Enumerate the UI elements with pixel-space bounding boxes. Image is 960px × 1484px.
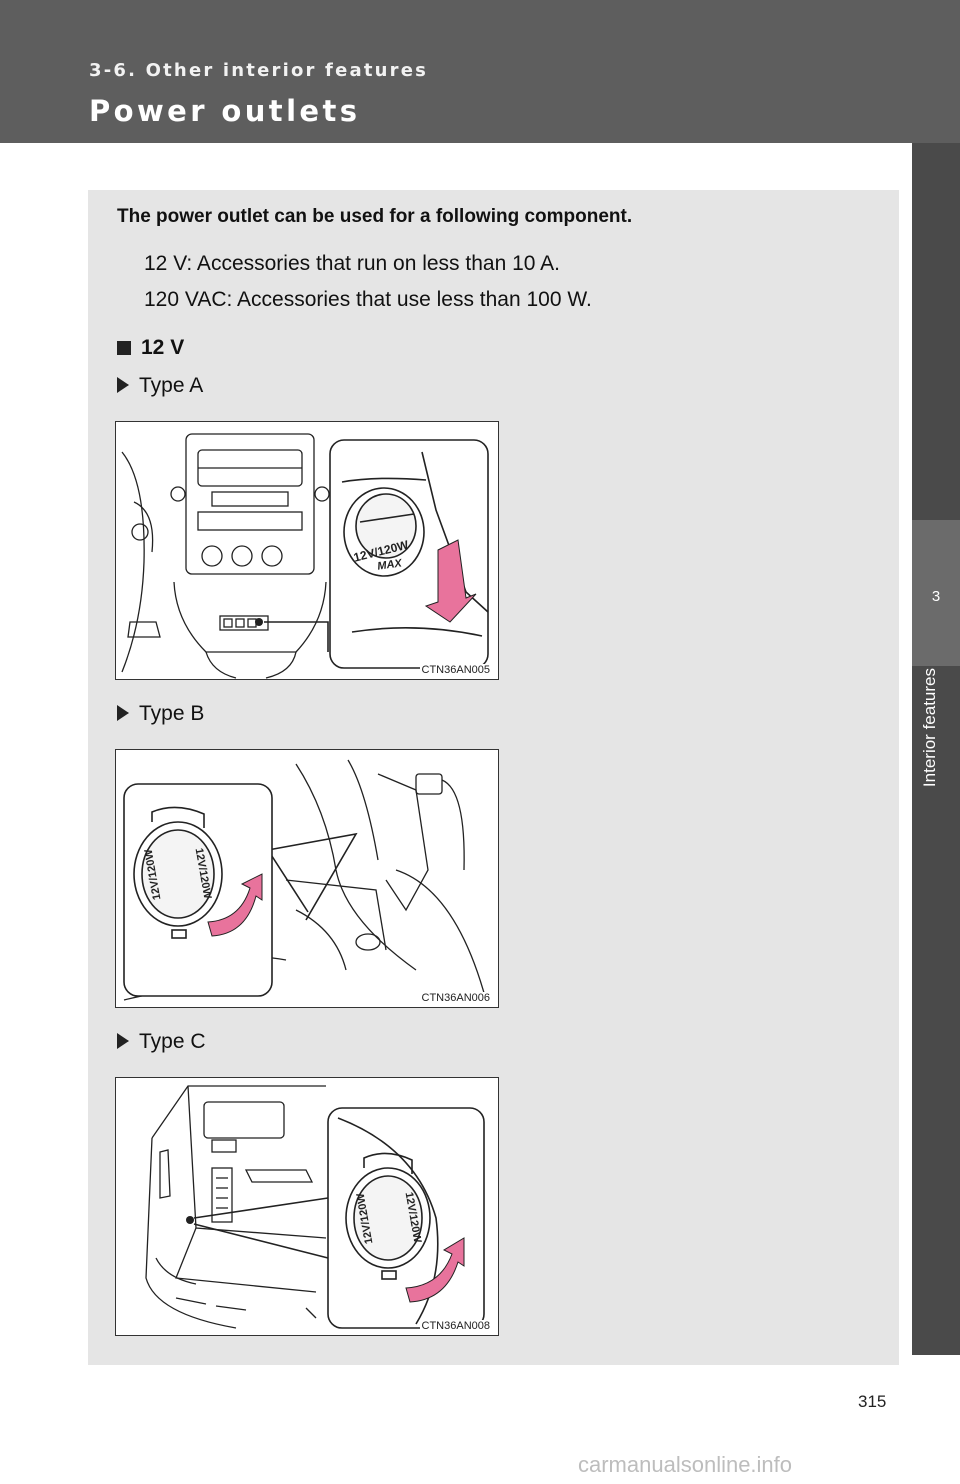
- figure-code: CTN36AN005: [419, 664, 492, 676]
- cap-imprint-2: MAX: [377, 557, 404, 572]
- page-title: Power outlets: [89, 94, 361, 128]
- open-direction-arrow-icon: [424, 539, 477, 623]
- figure-type-a: 12V/120W MAX CTN36AN005: [115, 421, 499, 680]
- triangle-bullet-icon: [117, 377, 129, 393]
- spec-12v: 12 V: Accessories that run on less than …: [144, 252, 560, 275]
- chapter-side-tab: [912, 143, 960, 1355]
- figure-type-c: 12V/120W 12V/120W CTN36AN008: [115, 1077, 499, 1336]
- cargo-outlet-illustration: 12V/120W 12V/120W: [145, 1085, 485, 1329]
- type-c-text: Type C: [139, 1030, 206, 1053]
- open-direction-arrow-icon: [207, 873, 263, 937]
- type-c-label: Type C: [117, 1030, 206, 1054]
- watermark-bar: carmanualsonline.info: [0, 1440, 960, 1484]
- section-title: 3-6. Other interior features: [89, 60, 429, 81]
- type-b-text: Type B: [139, 702, 205, 725]
- spec-120vac: 120 VAC: Accessories that use less than …: [144, 288, 592, 311]
- intro-text: The power outlet can be used for a follo…: [117, 206, 633, 227]
- subheading-text: 12 V: [141, 336, 185, 359]
- page-number: 315: [858, 1392, 887, 1411]
- triangle-bullet-icon: [117, 705, 129, 721]
- triangle-bullet-icon: [117, 1033, 129, 1049]
- page-header: [0, 0, 960, 143]
- watermark-text: carmanualsonline.info: [578, 1452, 793, 1477]
- chapter-label: Interior features: [920, 668, 939, 788]
- subheading-12v: 12 V: [117, 336, 184, 360]
- figure-code: CTN36AN006: [419, 992, 492, 1004]
- square-bullet-icon: [117, 341, 131, 355]
- dashboard-outlet-illustration: 12V/120W MAX: [121, 433, 489, 679]
- open-direction-arrow-icon: [405, 1237, 465, 1303]
- figure-code: CTN36AN008: [419, 1320, 492, 1332]
- chapter-number: 3: [931, 588, 941, 605]
- console-outlet-illustration: 12V/120W 12V/120W: [123, 759, 487, 1001]
- type-a-label: Type A: [117, 374, 203, 398]
- type-b-label: Type B: [117, 702, 204, 726]
- chapter-marker: [912, 520, 960, 666]
- type-a-text: Type A: [139, 374, 204, 397]
- figure-type-b: 12V/120W 12V/120W CTN36AN006: [115, 749, 499, 1008]
